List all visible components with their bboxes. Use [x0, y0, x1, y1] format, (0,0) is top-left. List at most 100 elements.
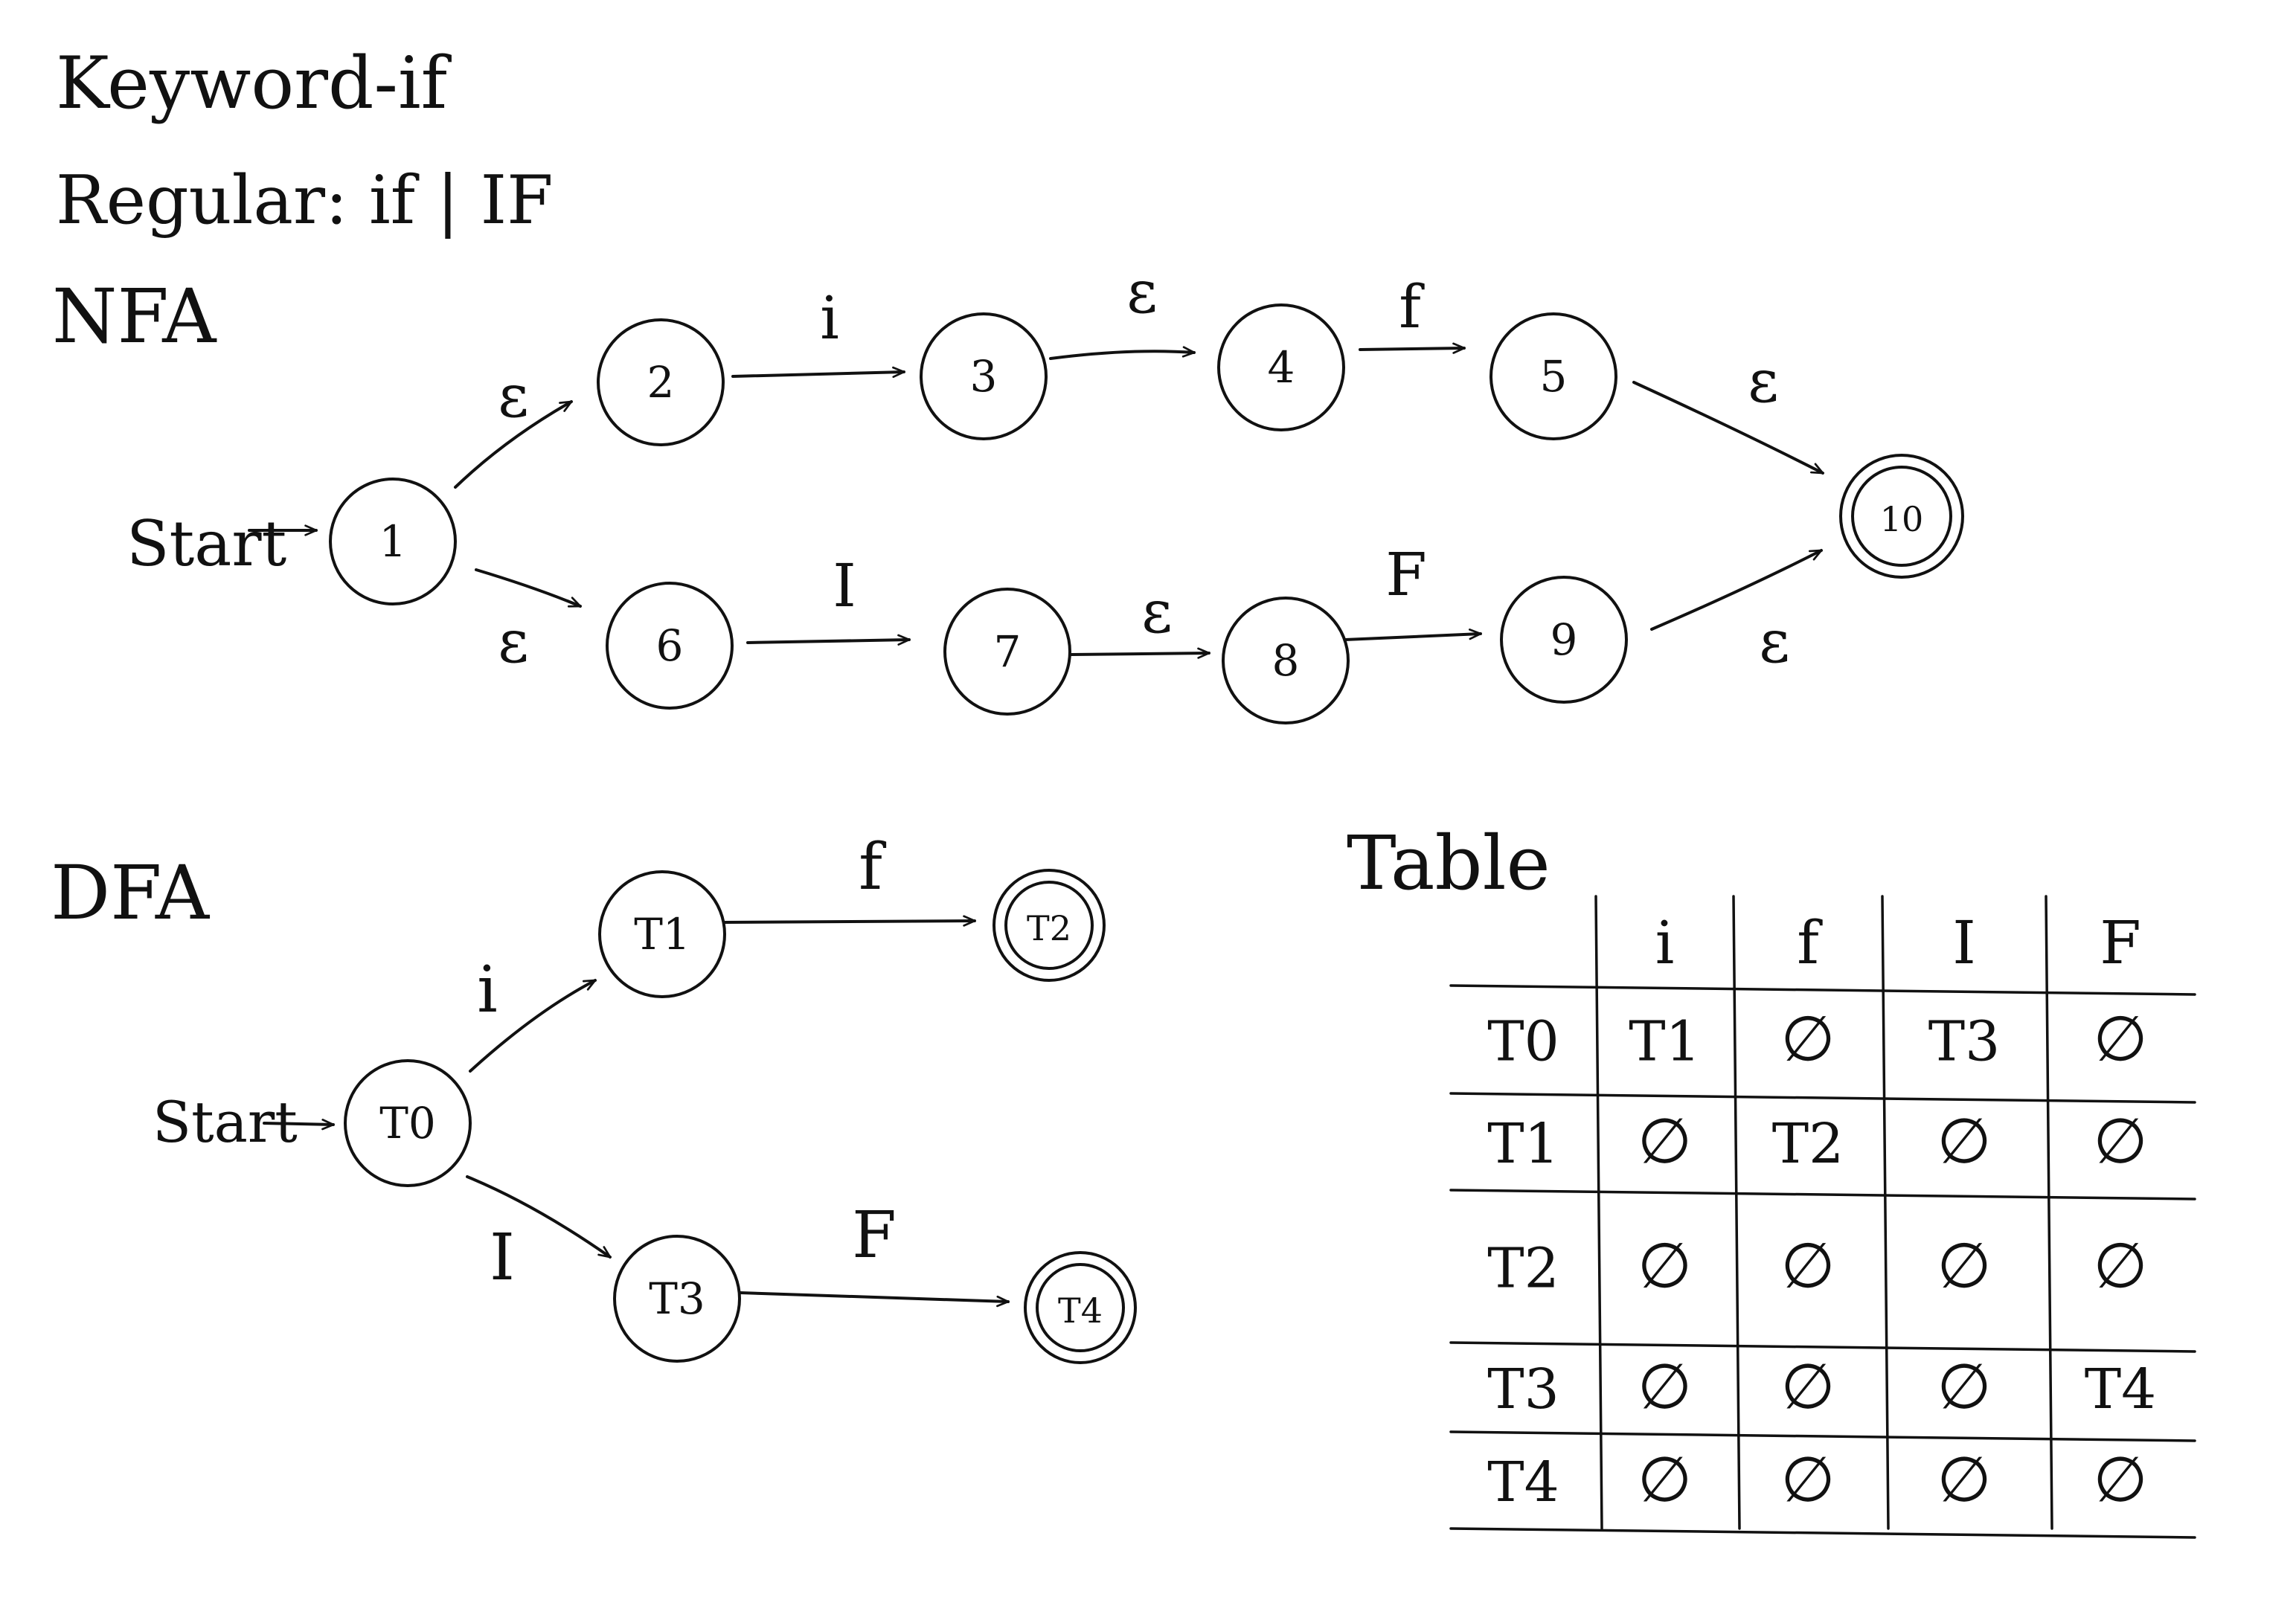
- nfa-state-label: 2: [647, 357, 675, 408]
- nfa-heading: NFA: [52, 273, 217, 360]
- nfa-transition-label: ε: [1141, 577, 1172, 646]
- nfa-state-label: 7: [994, 626, 1022, 677]
- table-row-divider: [1449, 1092, 2196, 1104]
- table-cell: ∅: [1638, 1443, 1692, 1516]
- nfa-state-circle: [1217, 303, 1345, 431]
- nfa-state-9: 9: [1500, 576, 1628, 704]
- table-column-header: F: [2100, 908, 2141, 977]
- table-row-divider: [1449, 984, 2196, 996]
- nfa-state-circle: [1489, 312, 1617, 440]
- dfa-state-circle: [344, 1059, 472, 1187]
- dfa-transition-arrow: [469, 979, 597, 1073]
- nfa-transition: ε: [1070, 577, 1210, 659]
- nfa-transition-label: ε: [498, 361, 528, 431]
- nfa-transition-label: F: [1385, 540, 1427, 609]
- table-row: T2∅∅∅∅: [1487, 1230, 2147, 1302]
- dfa-transition-label: F: [852, 1198, 897, 1273]
- dfa-transition-label: f: [859, 830, 886, 904]
- dfa-state-t1: T1: [598, 870, 726, 998]
- nfa-transition: I: [746, 551, 911, 646]
- table-row-divider: [1449, 1527, 2196, 1539]
- nfa-transition-arrow: [731, 366, 905, 379]
- nfa-state-circle: [329, 478, 457, 605]
- nfa-state-label: 9: [1551, 614, 1578, 665]
- dfa-state-t2: T2: [993, 869, 1106, 982]
- nfa-transition: ε: [1650, 549, 1823, 676]
- dfa-transition-arrow: [739, 1291, 1010, 1308]
- table-cell: ∅: [1638, 1230, 1692, 1302]
- table-row-state: T0: [1487, 1010, 1559, 1074]
- table-row: T4∅∅∅∅: [1487, 1443, 2147, 1516]
- table-row-state: T3: [1487, 1357, 1559, 1421]
- nfa-state-4: 4: [1217, 303, 1345, 431]
- nfa-transition-label: ε: [1759, 607, 1789, 676]
- dfa-state-circle: [598, 870, 726, 998]
- table-cell: T1: [1629, 1010, 1700, 1074]
- dfa-transition: F: [739, 1198, 1010, 1308]
- nfa-state-1: 1: [329, 478, 457, 605]
- nfa-start-label: Start: [126, 507, 287, 580]
- nfa-transition: i: [731, 283, 905, 379]
- nfa-transition: f: [1359, 272, 1466, 354]
- nfa-state-circle: [1839, 454, 1964, 579]
- dfa-start-arrow: [263, 1119, 335, 1131]
- keyword-heading: Keyword-if: [56, 42, 452, 125]
- table-row-divider: [1449, 1341, 2196, 1353]
- dfa-state-label: T3: [649, 1273, 705, 1324]
- dfa-state-circle: [1024, 1251, 1137, 1364]
- nfa-state-label: 8: [1272, 635, 1300, 686]
- dfa-transition: f: [724, 830, 976, 927]
- nfa-state-6: 6: [606, 582, 734, 710]
- nfa-state-circle: [606, 582, 734, 710]
- dfa-state-label: T1: [634, 909, 690, 960]
- nfa-state-2: 2: [597, 318, 725, 446]
- table-cell: ∅: [1780, 1230, 1835, 1302]
- nfa-transition-arrow: [1344, 628, 1482, 641]
- table-cell: ∅: [1638, 1350, 1692, 1423]
- nfa-state-label: 5: [1540, 351, 1568, 402]
- table-row-state: T4: [1487, 1450, 1559, 1514]
- nfa-transition-label: ε: [1126, 257, 1157, 327]
- dfa-state-t4: T4: [1024, 1251, 1137, 1364]
- nfa-transition-label: I: [833, 551, 856, 620]
- nfa-state-label: 6: [656, 620, 684, 671]
- nfa-state-5: 5: [1489, 312, 1617, 440]
- nfa-transition-arrow: [1049, 346, 1196, 360]
- dfa-state-circle: [993, 869, 1106, 982]
- table-row-divider: [1449, 1189, 2196, 1201]
- table-column-divider: [2045, 895, 2053, 1530]
- table-column-divider: [1881, 895, 1890, 1530]
- nfa-transition: F: [1344, 540, 1482, 641]
- table-cell: ∅: [2093, 1105, 2147, 1177]
- dfa-state-circle: [613, 1235, 741, 1363]
- table-row-state: T1: [1487, 1112, 1559, 1176]
- nfa-state-circle: [1500, 576, 1628, 704]
- table-heading: Table: [1347, 820, 1551, 907]
- nfa-transition-arrow: [746, 634, 911, 646]
- table-row: T3∅∅∅T4: [1487, 1350, 2156, 1423]
- dfa-accept-ring: [1036, 1263, 1125, 1352]
- table-cell: ∅: [1780, 1443, 1835, 1516]
- nfa-state-label: 1: [379, 516, 407, 567]
- nfa-transition-arrow: [1359, 342, 1466, 354]
- nfa-transition-arrow: [475, 568, 582, 608]
- table-row-divider: [1449, 1430, 2196, 1442]
- dfa-transition: I: [466, 1175, 612, 1295]
- nfa-state-circle: [597, 318, 725, 446]
- nfa-transition: ε: [1049, 257, 1196, 360]
- nfa-state-circle: [943, 588, 1071, 716]
- table-column-header: f: [1797, 908, 1823, 977]
- nfa-transition-label: i: [820, 283, 839, 353]
- table-cell: ∅: [1638, 1105, 1692, 1177]
- nfa-state-label: 3: [970, 351, 998, 402]
- table-cell: ∅: [1937, 1230, 1991, 1302]
- nfa-transition-arrow: [1632, 381, 1824, 475]
- nfa-transition-arrow: [1650, 549, 1823, 631]
- table-cell: T4: [2085, 1357, 2156, 1421]
- dfa-state-label: T0: [379, 1098, 436, 1148]
